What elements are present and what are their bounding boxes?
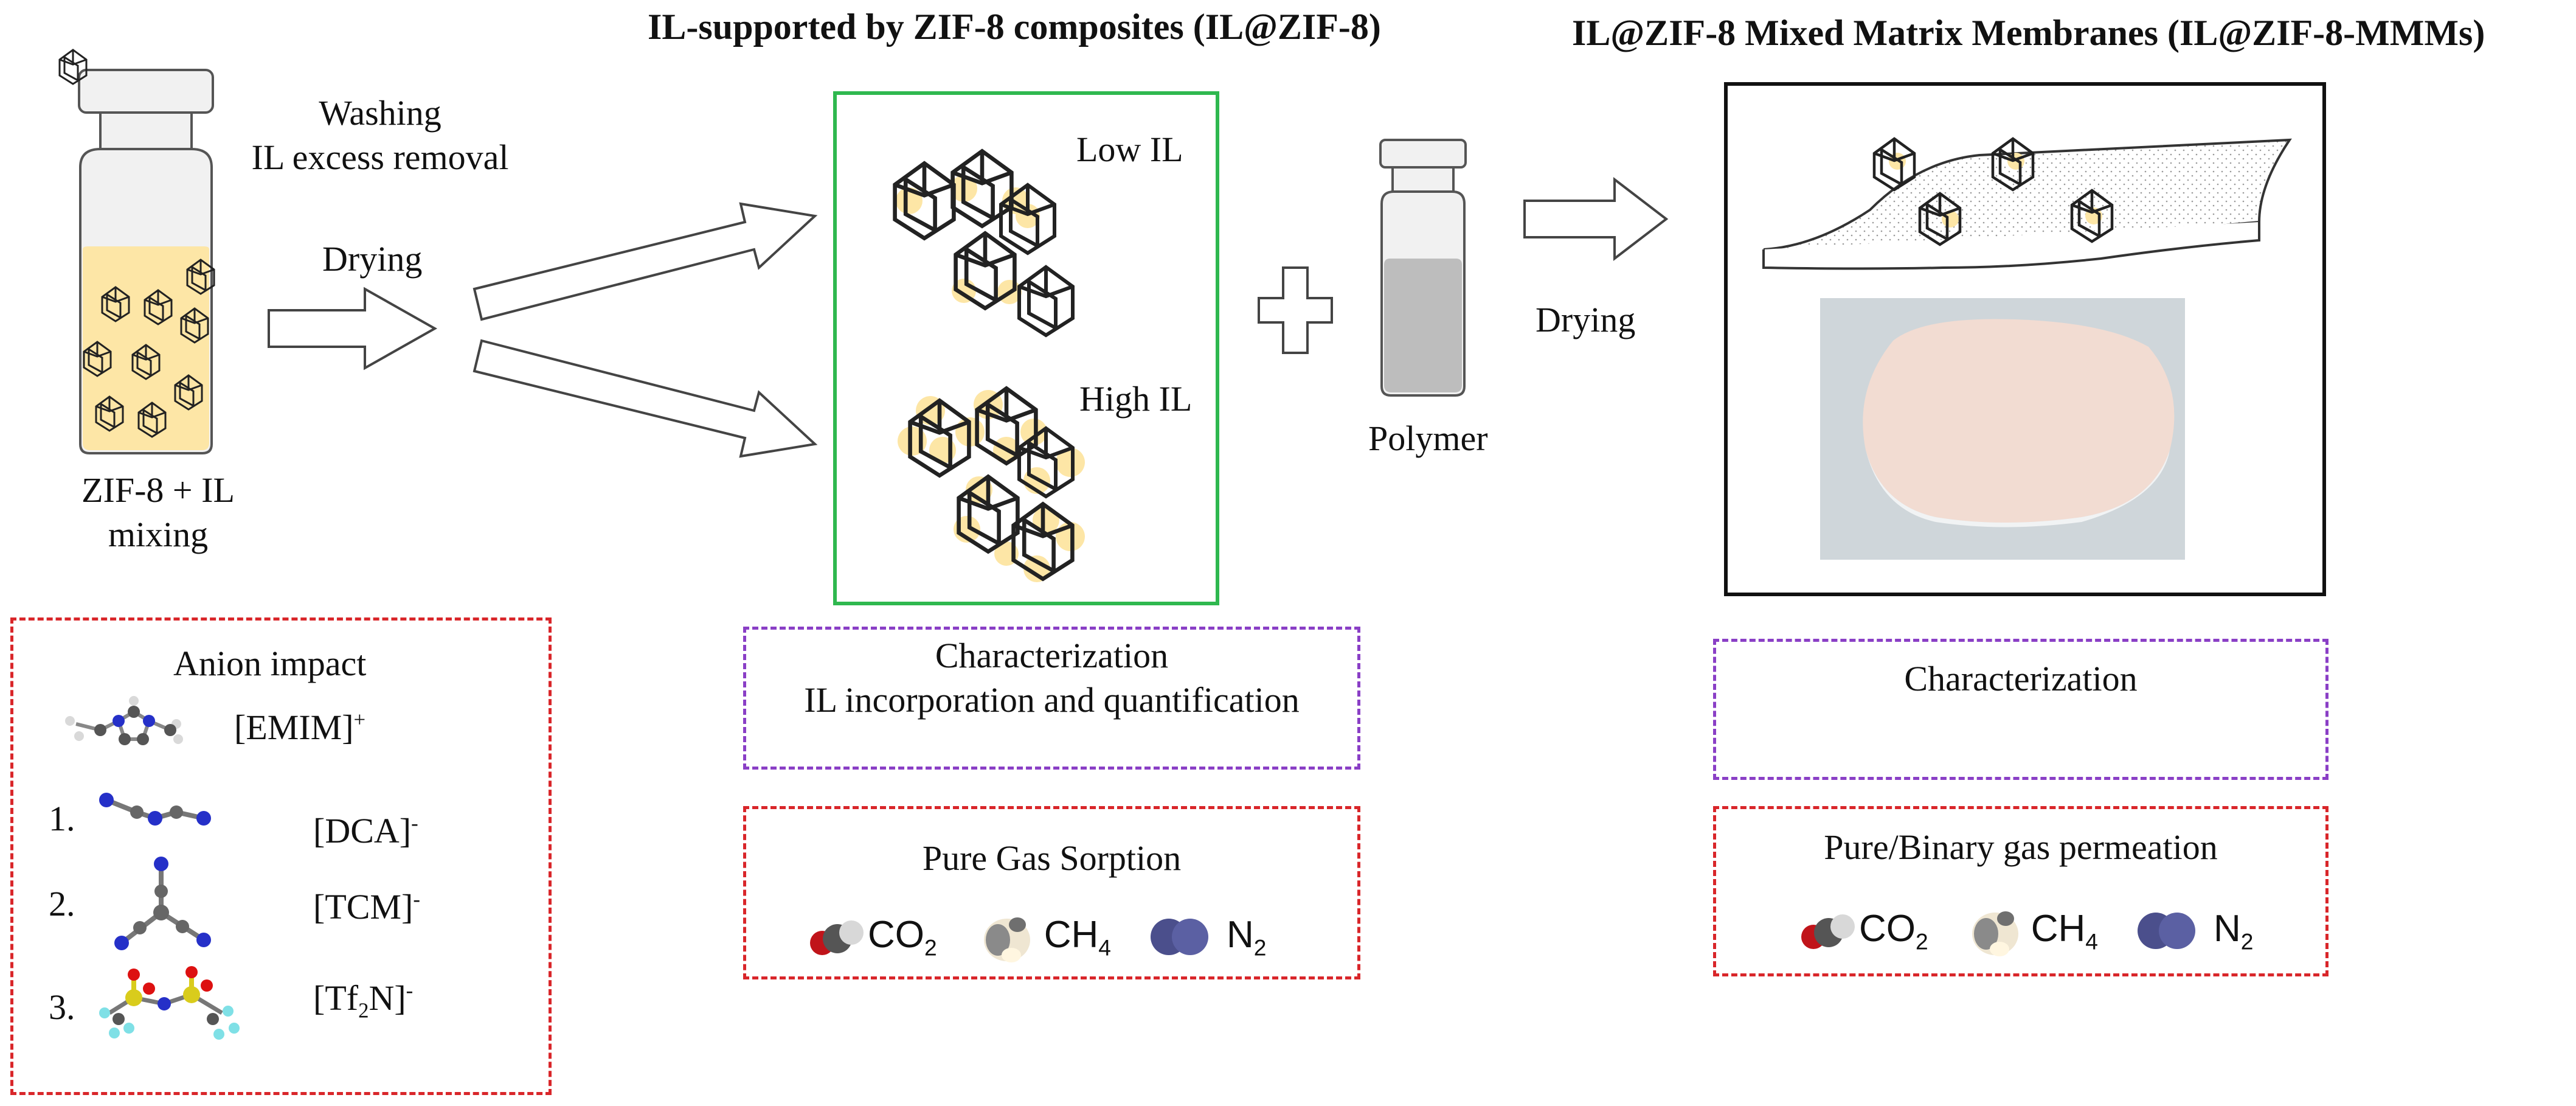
- ch4-text-2: CH: [2031, 907, 2086, 950]
- high-il-crystals: [898, 383, 1085, 582]
- arrow-right-icon-2: [1523, 176, 1669, 262]
- membrane-photo: [1820, 298, 2185, 560]
- emim-cation-molecule: [65, 696, 183, 745]
- co2-text: CO: [868, 913, 924, 956]
- n2-label-2: N2: [2214, 907, 2253, 955]
- emim-charge: +: [353, 708, 366, 732]
- co2-subscript: 2: [924, 934, 937, 961]
- arrow-up-right-icon: [473, 202, 818, 321]
- anion-impact-title: Anion impact: [173, 644, 367, 683]
- membranes-characterization-text: Characterization: [1904, 659, 2138, 698]
- gas-permeation-box: [1713, 806, 2328, 976]
- emim-text: [EMIM]: [234, 708, 354, 747]
- ch4-molecule-icon-2: [1972, 911, 2018, 956]
- tf2n-subscript: 2: [358, 998, 369, 1023]
- polymer-vial: [1379, 139, 1467, 397]
- co2-molecule-icon: [810, 920, 864, 955]
- n2-text-2: N: [2213, 907, 2241, 950]
- arrow-down-right-icon: [473, 339, 818, 458]
- washing-line1: Washing: [319, 93, 441, 133]
- n2-label: N2: [1227, 913, 1266, 961]
- vial-caption: ZIF-8 + IL mixing: [58, 468, 258, 557]
- anion-impact-box: [10, 617, 552, 1095]
- zif8-il-vial: [58, 49, 215, 454]
- permeation-gas-row: CO2 CH4 N2: [1800, 900, 2253, 961]
- dca-anion-molecule: [99, 793, 211, 826]
- drying-label-1: Drying: [322, 239, 423, 279]
- gas-sorption-title: Pure Gas Sorption: [922, 838, 1182, 878]
- ch4-label: CH4: [1044, 913, 1111, 961]
- n2-subscript-2: 2: [2240, 928, 2254, 955]
- plus-icon: [1258, 266, 1333, 354]
- dca-text: [DCA]: [313, 811, 412, 850]
- arrow-right-icon: [268, 287, 438, 370]
- drying-label-2: Drying: [1536, 300, 1636, 339]
- tcm-text: [TCM]: [313, 887, 414, 927]
- n2-molecule-icon-2: [2137, 913, 2195, 949]
- washing-label: Washing IL excess removal: [237, 91, 523, 179]
- low-il-label: Low IL: [1076, 130, 1183, 169]
- tf2n-charge: -: [406, 978, 414, 1003]
- n2-molecule-icon: [1150, 919, 1208, 955]
- ch4-text: CH: [1044, 913, 1099, 956]
- dca-label: [DCA]-: [313, 809, 418, 854]
- co2-label-2: CO2: [1859, 907, 1928, 955]
- sorption-gas-row: CO2 CH4 N2: [809, 906, 1266, 967]
- ch4-subscript: 4: [1098, 934, 1111, 961]
- membrane-frame: [1724, 82, 2326, 596]
- tcm-anion-molecule: [114, 857, 211, 950]
- composites-characterization-box: [743, 627, 1360, 770]
- low-il-crystals: [882, 134, 1113, 341]
- composites-frame: [833, 91, 1219, 605]
- anion-1-number: 1.: [49, 799, 75, 838]
- composites-characterization-text: Characterization IL incorporation and qu…: [743, 634, 1360, 722]
- n2-text: N: [1226, 913, 1254, 956]
- co2-molecule-icon-2: [1801, 914, 1855, 949]
- membranes-title: IL@ZIF-8 Mixed Matrix Membranes (IL@ZIF-…: [1572, 13, 2485, 53]
- co2-subscript-2: 2: [1916, 928, 1928, 955]
- emim-label: [EMIM]+: [234, 706, 365, 750]
- characterization-line1: Characterization: [935, 636, 1169, 675]
- anion-2-number: 2.: [49, 884, 75, 923]
- polymer-label: Polymer: [1368, 419, 1488, 458]
- tf2n-anion-molecule: [99, 966, 240, 1040]
- tf2n-text-a: [Tf: [313, 978, 359, 1018]
- gas-sorption-box: [743, 806, 1360, 979]
- ch4-label-2: CH4: [2031, 907, 2098, 955]
- dca-charge: -: [411, 811, 418, 835]
- anion-3-number: 3.: [49, 987, 75, 1027]
- characterization-line2: IL incorporation and quantification: [804, 680, 1300, 720]
- gas-permeation-title: Pure/Binary gas permeation: [1824, 827, 2218, 867]
- washing-line2: IL excess removal: [251, 137, 509, 177]
- tcm-label: [TCM]-: [313, 885, 420, 930]
- co2-text-2: CO: [1859, 907, 1916, 950]
- high-il-label: High IL: [1079, 379, 1193, 419]
- composites-title: IL-supported by ZIF-8 composites (IL@ZIF…: [648, 7, 1381, 47]
- co2-label: CO2: [868, 913, 937, 961]
- vial-caption-line1: ZIF-8 + IL: [81, 470, 235, 510]
- membranes-characterization-box: [1713, 639, 2328, 780]
- ch4-subscript-2: 4: [2085, 928, 2098, 955]
- membrane-sheet: [1762, 119, 2292, 270]
- ch4-molecule-icon: [983, 917, 1030, 962]
- tf2n-label: [Tf2N]-: [313, 976, 413, 1024]
- tf2n-text-b: N]: [369, 978, 406, 1018]
- vial-caption-line2: mixing: [108, 514, 209, 554]
- tcm-charge: -: [413, 887, 420, 911]
- n2-subscript: 2: [1253, 934, 1267, 961]
